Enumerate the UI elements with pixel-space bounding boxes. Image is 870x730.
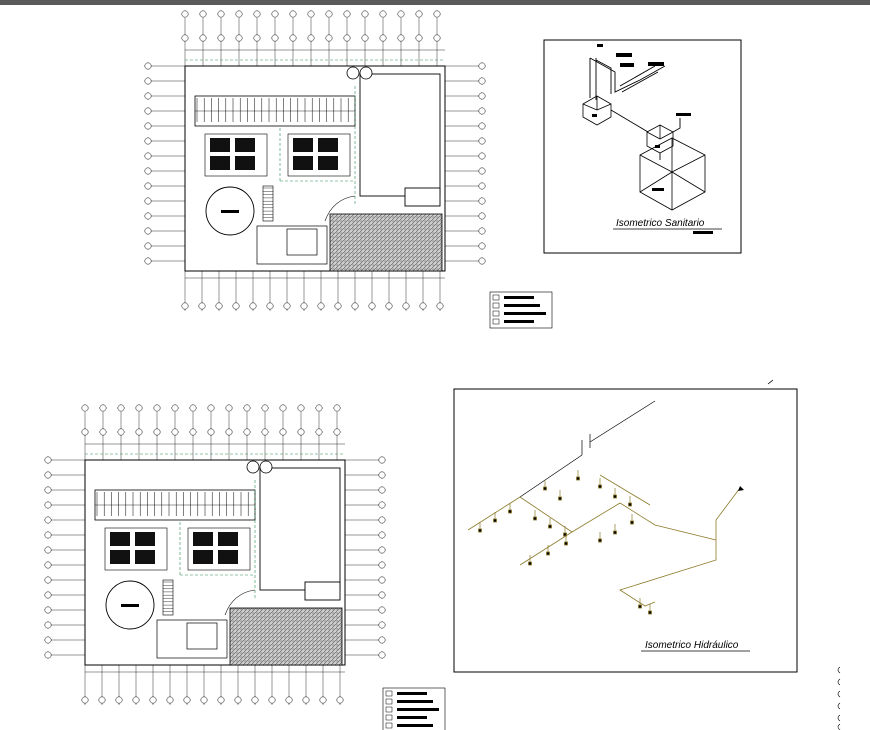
sanitary-scale-tag xyxy=(693,231,713,234)
floor-plan-bottom xyxy=(44,404,386,705)
hydraulic-flow-arrow xyxy=(738,486,744,491)
sanitary-title: Isometrico Sanitario xyxy=(616,218,705,229)
isometric-sanitary-panel: Isometrico Sanitario xyxy=(543,39,742,254)
sanitary-upper-box xyxy=(582,95,612,126)
sanitary-pipes xyxy=(589,57,681,160)
hydraulic-branches xyxy=(467,470,741,615)
hydraulic-frame xyxy=(453,388,798,673)
sanitary-register-box xyxy=(646,124,674,154)
right-edge-marks xyxy=(837,666,841,730)
legend-top xyxy=(489,291,553,329)
top-frame-bar xyxy=(0,0,870,5)
hydraulic-main-line xyxy=(519,400,656,498)
floor-plan-top xyxy=(144,10,486,311)
sanitary-tank xyxy=(639,137,706,211)
sanitary-frame xyxy=(543,39,742,254)
sanitary-tags xyxy=(592,44,691,191)
hydraulic-title: Isometrico Hidráulico xyxy=(645,640,739,651)
isometric-hydraulic-panel: Isometrico Hidráulico xyxy=(453,379,798,673)
legend-bottom xyxy=(382,687,446,730)
hydraulic-corner-mark xyxy=(767,379,774,385)
